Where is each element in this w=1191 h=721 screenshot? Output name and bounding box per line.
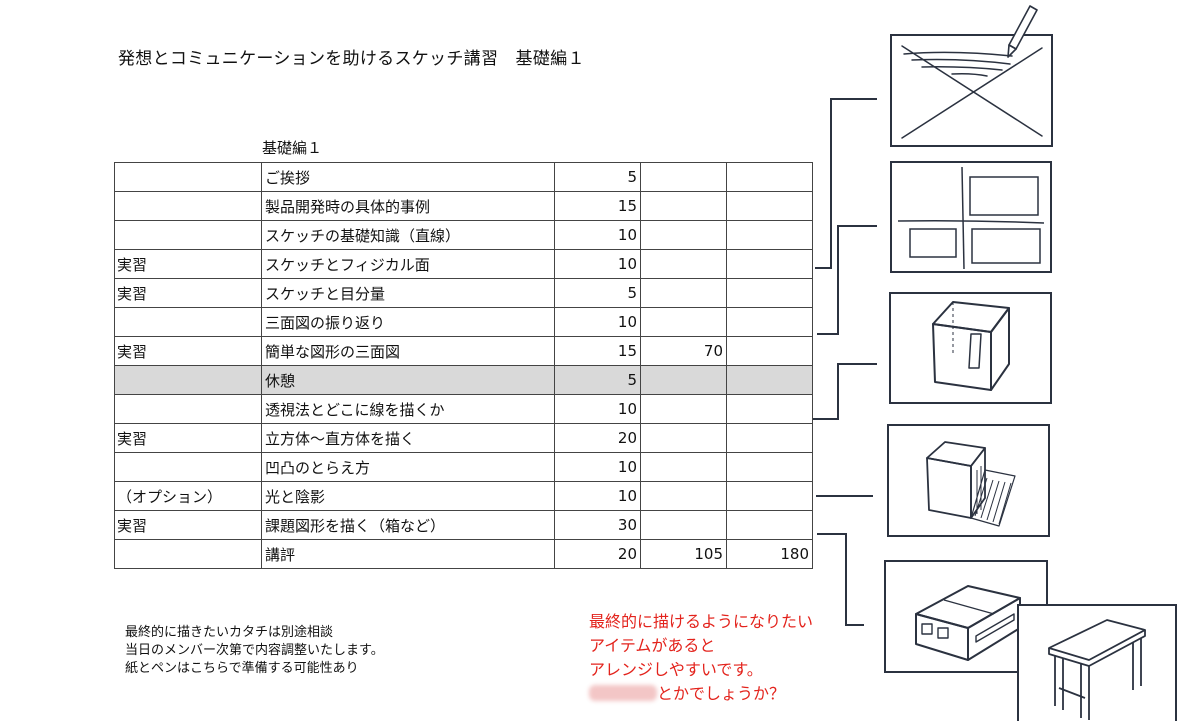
row-total (726, 162, 813, 192)
row-minutes: 10 (554, 307, 641, 337)
note-line: 当日のメンバー次第で内容調整いたします。 (125, 643, 384, 658)
row-minutes: 5 (554, 278, 641, 308)
row-minutes: 10 (554, 452, 641, 482)
note-line: 紙とペンはこちらで準備する可能性あり (125, 661, 359, 676)
comment-line: アレンジしやすいです。 (589, 660, 763, 679)
connector-5 (817, 533, 864, 626)
pencil-icon (1007, 5, 1038, 58)
row-topic: 製品開発時の具体的事例 (261, 191, 555, 221)
sketch-layout-grid (890, 161, 1052, 273)
row-total (726, 394, 813, 424)
row-minutes: 10 (554, 394, 641, 424)
row-subtotal (640, 394, 727, 424)
row-total (726, 481, 813, 511)
row-topic: ご挨拶 (261, 162, 555, 192)
row-subtotal (640, 162, 727, 192)
redacted-text (589, 685, 657, 701)
row-tag: 実習 (114, 336, 262, 366)
row-subtotal: 105 (640, 539, 727, 569)
comment-line: とかでしょうか？ (589, 682, 813, 706)
row-total (726, 365, 813, 395)
connector-2 (817, 225, 877, 335)
schedule-row: スケッチの基礎知識（直線）10 (114, 220, 813, 250)
row-tag (114, 220, 262, 250)
row-tag (114, 539, 262, 569)
row-topic: 課題図形を描く（箱など） (261, 510, 555, 540)
row-topic: 簡単な図形の三面図 (261, 336, 555, 366)
row-subtotal (640, 365, 727, 395)
row-minutes: 20 (554, 539, 641, 569)
row-topic: 立方体～直方体を描く (261, 423, 555, 453)
row-tag (114, 365, 262, 395)
row-total (726, 191, 813, 221)
review-comment: 最終的に描けるようになりたい アイテムがあると アレンジしやすいです。 とかでし… (589, 610, 813, 706)
page-title: 発想とコミュニケーションを助けるスケッチ講習 基礎編１ (118, 49, 585, 69)
note-line: 最終的に描きたいカタチは別途相談 (125, 625, 334, 640)
comment-line: アイテムがあると (589, 636, 716, 655)
row-topic: 凹凸のとらえ方 (261, 452, 555, 482)
row-total: 180 (726, 539, 813, 569)
row-subtotal (640, 423, 727, 453)
connector-3 (813, 363, 877, 420)
row-minutes: 5 (554, 162, 641, 192)
sketch-pencil-lines (890, 34, 1053, 147)
sketch-table (1017, 604, 1177, 721)
row-total (726, 307, 813, 337)
row-tag (114, 307, 262, 337)
sketch-cube-shading (887, 424, 1050, 537)
row-topic: 講評 (261, 539, 555, 569)
row-subtotal (640, 191, 727, 221)
row-topic: スケッチの基礎知識（直線） (261, 220, 555, 250)
comment-line: 最終的に描けるようになりたい (589, 612, 814, 631)
row-topic: 休憩 (261, 365, 555, 395)
notes: 最終的に描きたいカタチは別途相談 当日のメンバー次第で内容調整いたします。 紙と… (125, 624, 384, 678)
row-tag: 実習 (114, 510, 262, 540)
row-minutes: 5 (554, 365, 641, 395)
row-total (726, 452, 813, 482)
row-topic: 透視法とどこに線を描くか (261, 394, 555, 424)
row-topic: スケッチと目分量 (261, 278, 555, 308)
row-topic: 三面図の振り返り (261, 307, 555, 337)
connector-1 (815, 98, 877, 269)
table-caption: 基礎編１ (262, 139, 323, 157)
row-total (726, 336, 813, 366)
row-tag: （オプション） (114, 481, 262, 511)
row-tag (114, 191, 262, 221)
row-subtotal (640, 249, 727, 279)
row-total (726, 220, 813, 250)
row-total (726, 510, 813, 540)
sketch-box-three-view (889, 292, 1052, 404)
schedule-row: 実習課題図形を描く（箱など）30 (114, 510, 813, 540)
comment-suffix: とかでしょうか？ (657, 684, 786, 703)
row-minutes: 20 (554, 423, 641, 453)
row-minutes: 15 (554, 336, 641, 366)
